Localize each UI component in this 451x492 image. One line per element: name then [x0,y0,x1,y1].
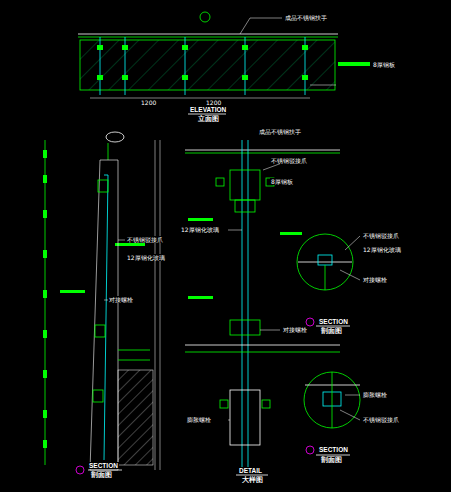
view-title: 大样图 [241,476,264,483]
view-title: SECTION [318,318,349,325]
glass-label: 12厚钢化玻璃 [362,246,402,253]
bolt-label: 对接螺栓 [282,326,308,333]
view-title: 立面图 [197,115,220,122]
handrail-label: 成品不锈钢扶手 [284,14,328,21]
handrail-label: 成品不锈钢扶手 [258,128,302,135]
view-title: DETAIL [238,467,263,474]
view-title: 剖面图 [320,327,343,334]
plate-label: 8厚钢板 [270,178,294,185]
bracket-label: 不锈钢驳接爪 [126,236,164,243]
anchor-label: 膨胀螺栓 [186,416,212,423]
view-title: SECTION [88,462,119,469]
bracket-label: 不锈钢驳接爪 [362,232,400,239]
view-title: ELEVATION [189,106,227,113]
bracket-label: 不锈钢驳接爪 [270,157,308,164]
bracket-label: 不锈钢驳接爪 [362,416,400,423]
plate-label: 8厚钢板 [372,61,396,68]
anchor-label: 膨胀螺栓 [362,391,388,398]
view-title: SECTION [318,446,349,453]
view-title: 剖面图 [90,471,113,478]
glass-label: 12厚钢化玻璃 [126,254,166,261]
view-title: 剖面图 [320,456,343,463]
dimension: 1200 [205,99,222,106]
glass-label: 12厚钢化玻璃 [180,226,220,233]
bolt-label: 对接螺栓 [108,296,134,303]
dimension: 1200 [140,99,157,106]
bolt-label: 对接螺栓 [362,276,388,283]
